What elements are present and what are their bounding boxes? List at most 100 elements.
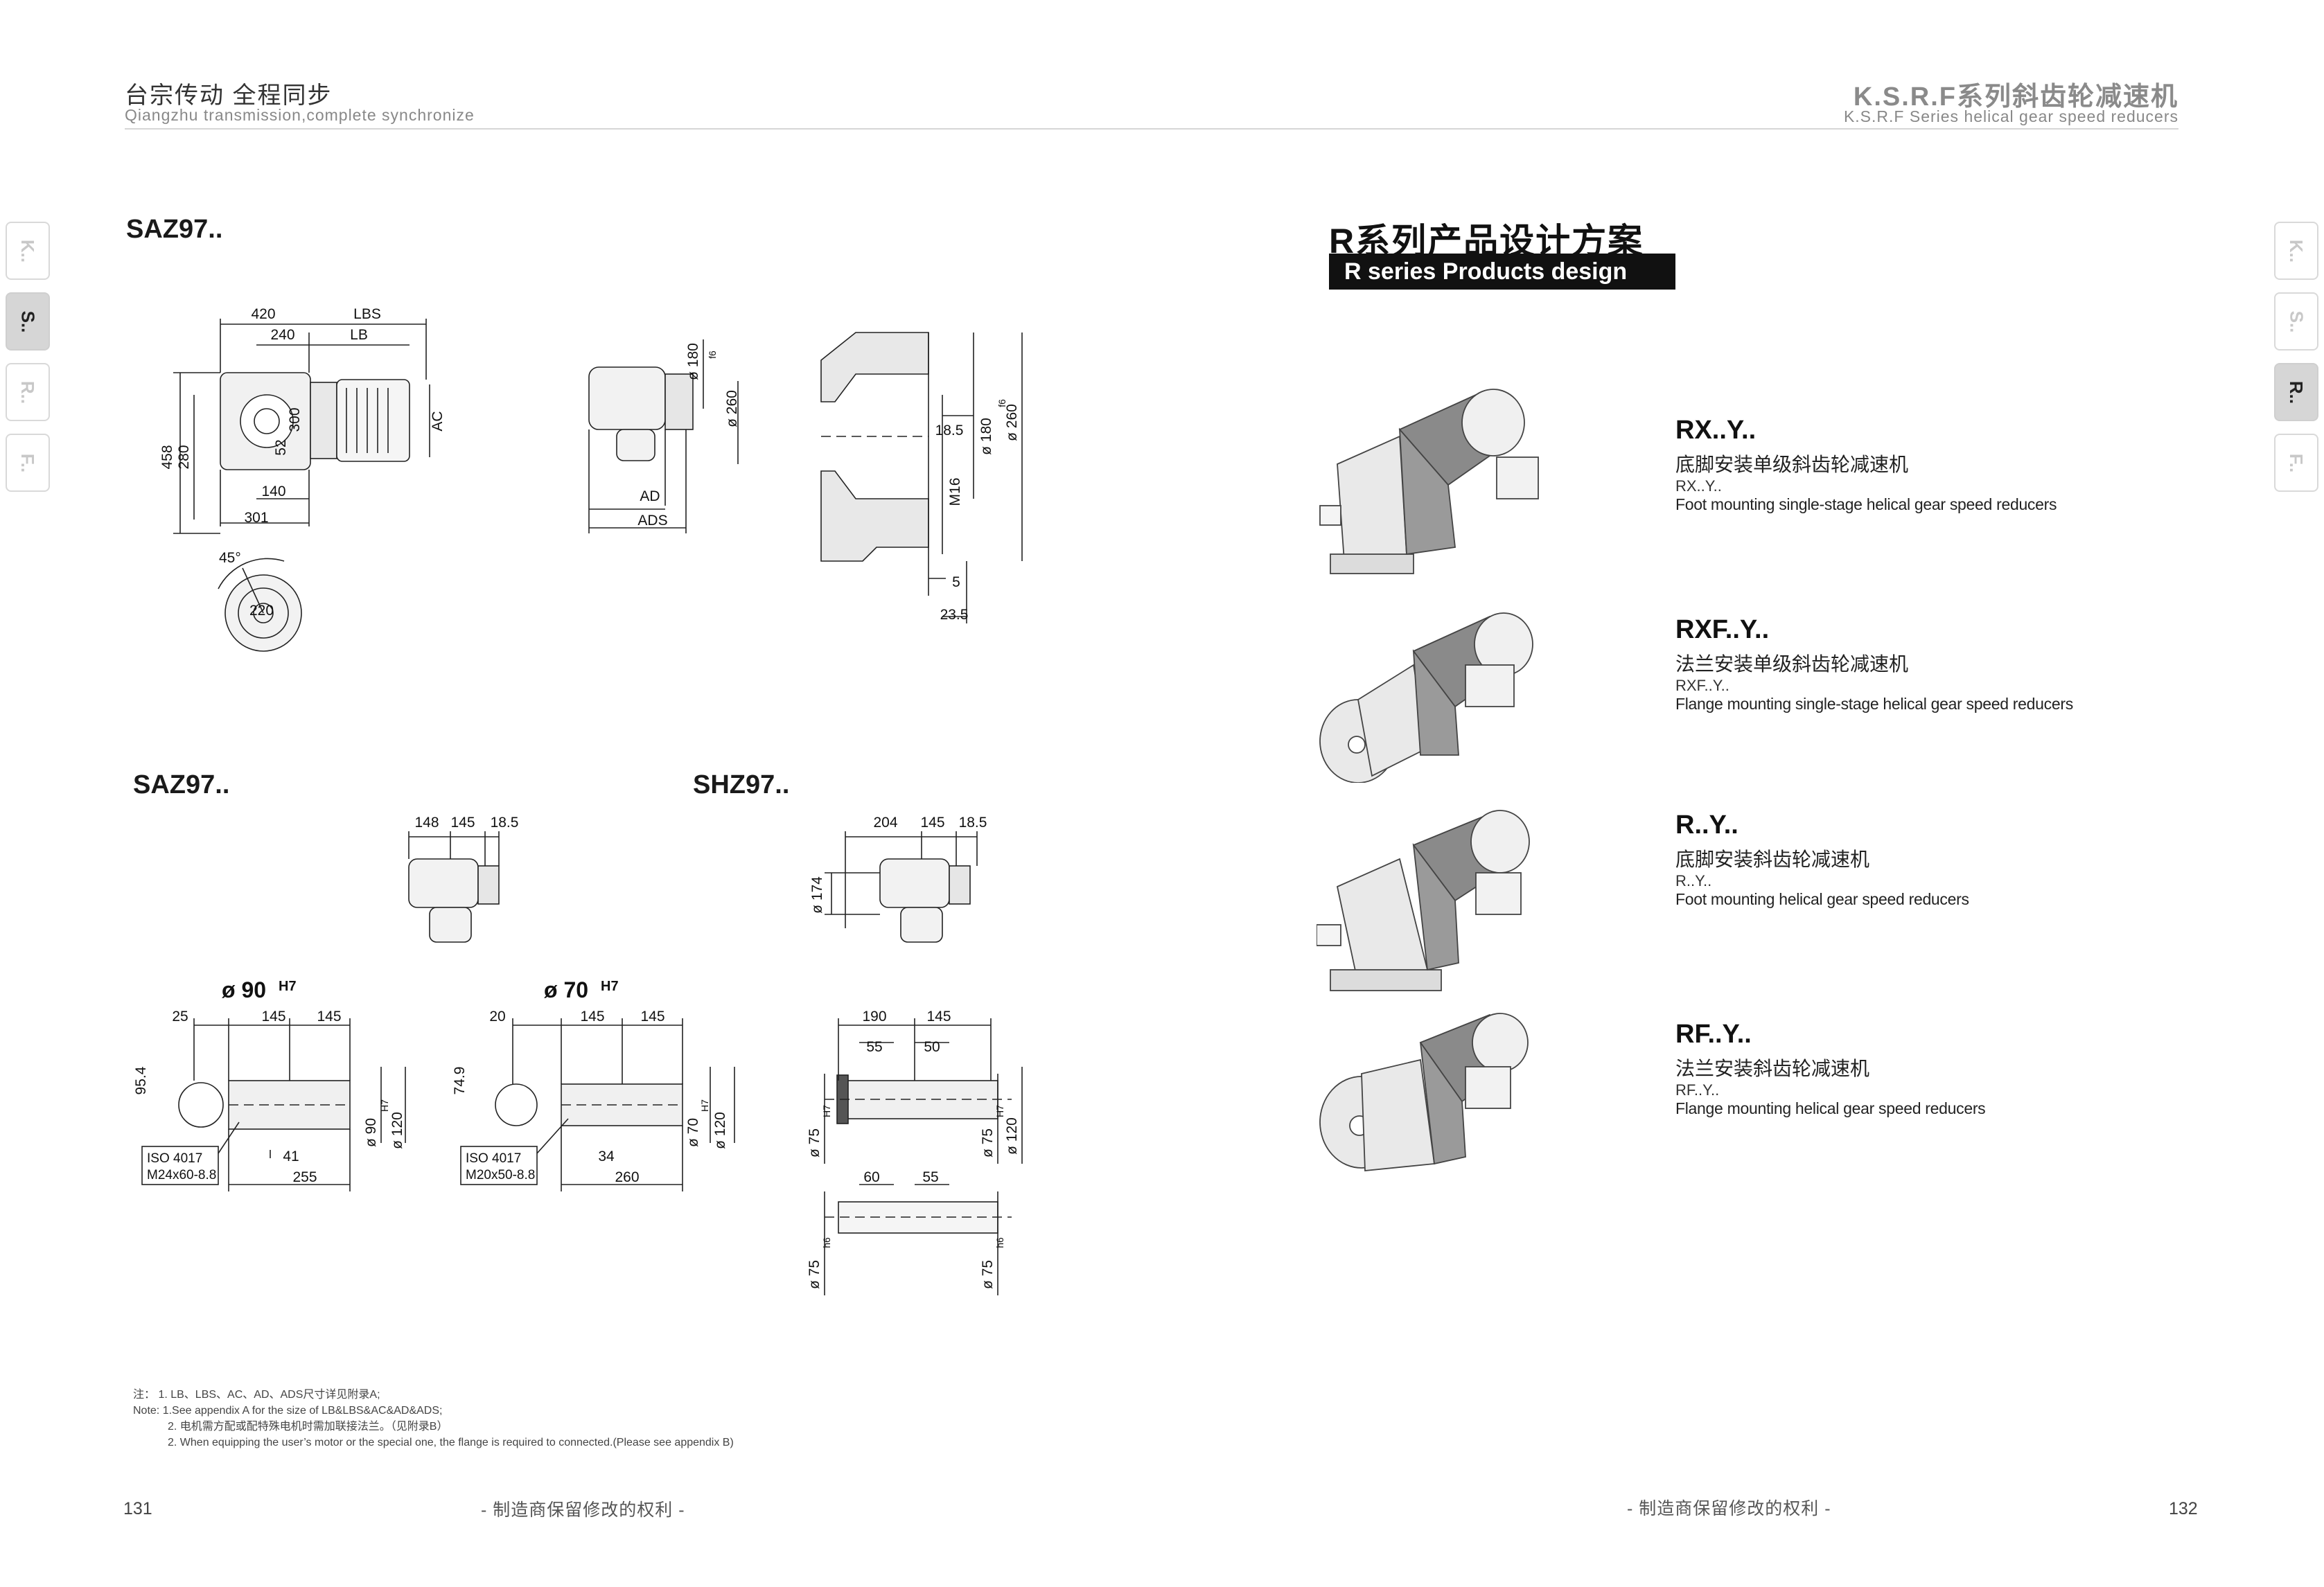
dim-text: 18.5 [491, 815, 519, 831]
model-label-saz97-top: SAZ97.. [126, 215, 223, 244]
dim-text: ø 260 [1004, 404, 1020, 441]
shaft-tolerance: H7 [279, 979, 297, 994]
product-code-sub: RXF..Y.. [1675, 677, 1729, 694]
dim-text: 18.5 [935, 423, 964, 438]
dim-text: 45° [219, 550, 241, 566]
product-name-cn: 底脚安装斜齿轮减速机 [1675, 849, 1870, 870]
tab-right-f[interactable]: F.. [2274, 434, 2318, 492]
dim-text: 50 [924, 1039, 940, 1055]
dim-text: 74.9 [452, 1067, 468, 1095]
iso-label: ISO 4017 [466, 1151, 521, 1166]
dim-text: 5 [952, 574, 960, 590]
dim-text: 41 [283, 1149, 299, 1164]
dim-text: 145 [261, 1009, 285, 1025]
dim-text: ø 120 [712, 1112, 728, 1149]
drawing-saz97-small: 148 145 18.5 [408, 815, 519, 943]
tab-label: R.. [2286, 380, 2307, 404]
drawing-shaft-90: ø 90 H7 25 145 145 95.4 41 255 ø 90 H7 ø… [133, 977, 406, 1191]
product-code-sub: RX..Y.. [1675, 477, 1722, 495]
header-right-en: K.S.R.F Series helical gear speed reduce… [1843, 107, 2178, 125]
dim-text: ø 260 [724, 390, 740, 427]
dim-text: 148 [414, 815, 439, 831]
dim-text: 145 [640, 1009, 664, 1025]
dim-text: H7 [699, 1099, 710, 1112]
note-line: 2. 电机需方配或配特殊电机时需加联接法兰。（见附录B） [168, 1421, 448, 1433]
tab-left-f[interactable]: F.. [6, 434, 50, 492]
product-code: RF..Y.. [1675, 1020, 1752, 1049]
product-code-sub: R..Y.. [1675, 872, 1712, 889]
drawing-shaft-shz97: 190 145 55 50 ø 75 H7 ø 75 H7 ø 120 60 5… [807, 1009, 1023, 1295]
dim-text: 34 [598, 1149, 615, 1164]
drawing-saz97-flange-rotated: 45° 220 [218, 550, 302, 652]
header-divider [125, 128, 2178, 130]
dim-text: 280 [176, 445, 192, 469]
dim-text: 25 [172, 1009, 188, 1025]
tab-left-r[interactable]: R.. [6, 363, 50, 421]
dim-text: 23.5 [940, 607, 969, 623]
dim-text: H7 [379, 1099, 390, 1112]
tab-left-k[interactable]: K.. [6, 222, 50, 280]
dim-text: 60 [863, 1169, 879, 1185]
footer-left: - 制造商保留修改的权利 - [481, 1500, 685, 1520]
dim-text: 458 [159, 445, 175, 469]
model-label-shz97-mid: SHZ97.. [693, 770, 790, 799]
tab-label: K.. [2286, 239, 2307, 263]
header-right-cn: K.S.R.F系列斜齿轮减速机 [1853, 82, 2178, 112]
tab-label: F.. [2286, 453, 2307, 472]
dim-text: 190 [862, 1009, 886, 1025]
dim-text: ø 120 [1004, 1117, 1020, 1155]
page-number-left: 131 [123, 1499, 152, 1518]
product-code: RX..Y.. [1675, 416, 1757, 445]
dim-text: ø 180 [978, 418, 994, 455]
dim-text: AC [430, 411, 446, 431]
product-rx: RX..Y.. 底脚安装单级斜齿轮减速机 RX..Y.. Foot mounti… [1675, 416, 2057, 514]
dim-text: ø 75 [980, 1260, 996, 1289]
product-image-rxf [1319, 612, 1533, 783]
tab-right-s[interactable]: S.. [2274, 292, 2318, 351]
drawing-flange-section: 18.5 ø 180 f6 ø 260 M16 5 23.5 [820, 332, 1023, 623]
dim-text: 55 [922, 1169, 938, 1185]
dim-text: 260 [615, 1169, 639, 1185]
product-name-en: Flange mounting single-stage helical gea… [1675, 695, 2073, 713]
dim-text: 145 [920, 815, 944, 831]
notes-block: 注： 1. LB、LBS、AC、AD、ADS尺寸详见附录A; Note: 1.S… [133, 1387, 734, 1451]
dim-text: 240 [270, 327, 294, 343]
header-left-en: Qiangzhu transmission,complete synchroni… [125, 106, 475, 124]
product-name-en: Foot mounting single-stage helical gear … [1675, 495, 2057, 513]
r-series-title-en: R series Products design [1329, 254, 1675, 290]
dim-text: f6 [707, 351, 718, 359]
product-name-cn: 底脚安装单级斜齿轮减速机 [1675, 454, 1909, 475]
dim-text: f6 [996, 399, 1007, 407]
note-line: 注： 1. LB、LBS、AC、AD、ADS尺寸详见附录A; [133, 1389, 380, 1401]
dim-text: 52 [273, 439, 289, 455]
note-line: 2. When equipping the user’s motor or th… [168, 1437, 734, 1448]
tab-right-r[interactable]: R.. [2274, 363, 2318, 421]
dim-text: ADS [637, 513, 667, 529]
dim-text: 20 [489, 1009, 505, 1025]
dim-text: 145 [317, 1009, 341, 1025]
footer-right: - 制造商保留修改的权利 - [1627, 1499, 1831, 1518]
iso-label: ISO 4017 [147, 1151, 202, 1166]
dim-text: LBS [353, 306, 381, 322]
product-code: R..Y.. [1675, 810, 1738, 840]
product-name-en: Foot mounting helical gear speed reducer… [1675, 890, 1969, 908]
product-name-cn: 法兰安装斜齿轮减速机 [1675, 1058, 1870, 1079]
drawing-shaft-70: ø 70 H7 20 145 145 74.9 34 260 ø 70 H7 ø… [452, 977, 735, 1191]
tab-label: F.. [17, 453, 39, 472]
tab-label: S.. [17, 310, 39, 333]
dim-text: ø 75 [807, 1128, 822, 1158]
dim-text: 204 [873, 815, 897, 831]
dim-text: h6 [994, 1237, 1005, 1248]
header-left-cn: 台宗传动 全程同步 [125, 82, 333, 109]
tab-right-k[interactable]: K.. [2274, 222, 2318, 280]
bolt-label: M24x60-8.8 [147, 1168, 216, 1182]
model-label-saz97-mid: SAZ97.. [133, 770, 230, 799]
tab-left-s[interactable]: S.. [6, 292, 50, 351]
dim-text: M16 [947, 478, 963, 506]
dim-text: H7 [994, 1105, 1005, 1117]
tab-label: K.. [17, 239, 39, 263]
page-number-right: 132 [2169, 1499, 2198, 1518]
dim-text: 18.5 [959, 815, 987, 831]
dim-text: 301 [244, 510, 268, 526]
dim-text: ø 174 [809, 876, 825, 914]
